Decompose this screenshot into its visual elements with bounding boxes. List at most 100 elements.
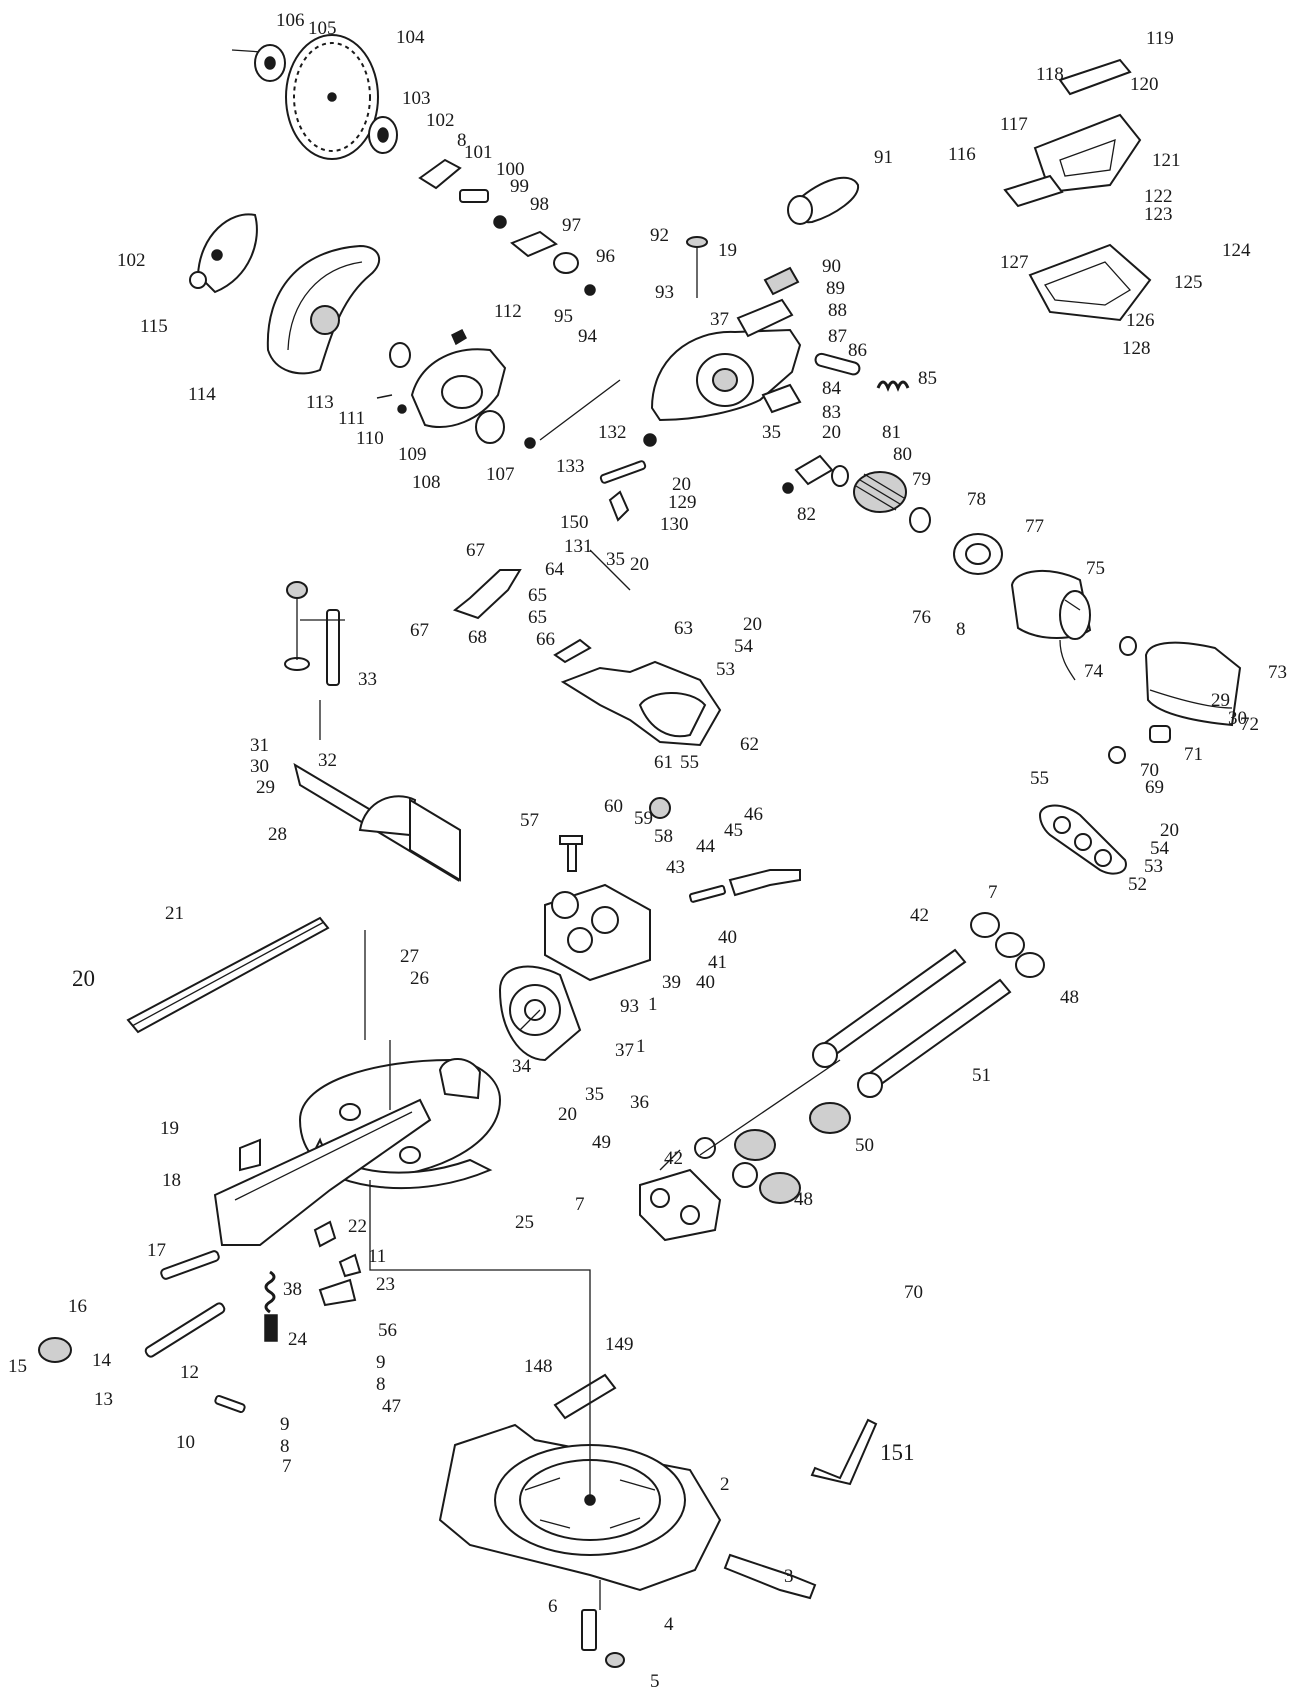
label-124: 124: [1222, 240, 1251, 261]
label-4: 4: [664, 1614, 674, 1635]
part-66-clip: [553, 638, 592, 664]
part-49-plate: [639, 1168, 722, 1242]
label-87: 87: [828, 326, 847, 347]
label-60: 60: [604, 796, 623, 817]
part-33-hold-down-clamp: [284, 581, 345, 686]
label-106: 106: [276, 10, 305, 31]
label-31: 31: [250, 735, 269, 756]
label-54a: 54: [734, 636, 754, 657]
part-5-foot: [605, 1652, 625, 1668]
label-14: 14: [92, 1350, 112, 1371]
label-80: 80: [893, 444, 912, 465]
label-48b: 48: [794, 1189, 813, 1210]
part-149-lever: [553, 1373, 617, 1420]
label-51: 51: [972, 1065, 991, 1086]
part-3-wrench: [723, 1553, 817, 1600]
label-103: 103: [402, 88, 431, 109]
label-67b: 67: [410, 620, 429, 641]
label-7a: 7: [988, 882, 998, 903]
label-84: 84: [822, 378, 842, 399]
part-48-ring-b: [732, 1162, 758, 1188]
label-49: 49: [592, 1132, 611, 1153]
label-100: 100: [496, 159, 525, 180]
part-44-handle: [728, 869, 801, 897]
label-148: 148: [524, 1356, 553, 1377]
label-105: 105: [308, 18, 337, 39]
label-74: 74: [1084, 661, 1104, 682]
part-motor-arm-housing: [650, 298, 802, 422]
label-151: 151: [880, 1440, 915, 1465]
label-8c: 8: [376, 1374, 386, 1395]
part-118-switch-cover: [1058, 58, 1132, 96]
label-127: 127: [1000, 252, 1029, 273]
part-62-pivot-arm: [560, 660, 722, 747]
label-73: 73: [1268, 662, 1287, 683]
part-68-lever: [452, 569, 522, 620]
label-12: 12: [180, 1362, 199, 1383]
label-9b: 9: [280, 1414, 290, 1435]
label-30a: 30: [1228, 708, 1247, 729]
label-40a: 40: [718, 927, 737, 948]
part-84-bracket: [761, 383, 802, 414]
label-150: 150: [560, 512, 589, 533]
label-44: 44: [696, 836, 716, 857]
label-50: 50: [855, 1135, 874, 1156]
label-52: 52: [1128, 874, 1147, 895]
label-3: 3: [784, 1566, 794, 1587]
label-78: 78: [967, 489, 986, 510]
label-99: 99: [510, 176, 529, 197]
part-96-washer: [553, 252, 579, 274]
label-29b: 29: [256, 777, 275, 798]
label-37b: 37: [615, 1040, 634, 1061]
part-23-plate: [318, 1278, 357, 1307]
label-67a: 67: [466, 540, 485, 561]
label-35c: 35: [585, 1084, 604, 1105]
label-91: 91: [874, 147, 893, 168]
part-52-end-plate: [1038, 804, 1127, 875]
label-7c: 7: [282, 1456, 292, 1477]
part-57-bolt: [567, 842, 577, 872]
part-pivot-block: [498, 965, 582, 1062]
label-53a: 53: [716, 659, 735, 680]
label-35b: 35: [606, 549, 625, 570]
label-109: 109: [398, 444, 427, 465]
part-43-bolt: [688, 884, 726, 903]
label-55a: 55: [680, 752, 699, 773]
label-116: 116: [948, 144, 976, 165]
part-51-slide-rails: [812, 948, 1012, 1098]
label-17: 17: [147, 1240, 166, 1261]
label-20a: 20: [822, 422, 841, 443]
label-21: 21: [165, 903, 184, 924]
part-24-bolt: [264, 1314, 278, 1342]
part-78-bearing: [909, 507, 931, 533]
label-92: 92: [650, 225, 669, 246]
label-70a: 70: [1140, 760, 1159, 781]
part-shapes: [38, 34, 1242, 1668]
label-90: 90: [822, 256, 841, 277]
label-119: 119: [1146, 28, 1174, 49]
label-125: 125: [1174, 272, 1203, 293]
label-20g: 20: [558, 1104, 577, 1125]
leader-lines: [319, 379, 1081, 1610]
label-96: 96: [596, 246, 615, 267]
part-48-ring: [1015, 952, 1045, 978]
label-23: 23: [376, 1274, 395, 1295]
label-19b: 19: [160, 1118, 179, 1139]
label-38: 38: [283, 1279, 302, 1300]
label-25: 25: [515, 1212, 534, 1233]
label-65a: 65: [528, 585, 547, 606]
label-122: 122: [1144, 186, 1173, 207]
label-20e: 20: [1160, 820, 1179, 841]
label-149: 149: [605, 1334, 634, 1355]
label-126: 126: [1126, 310, 1155, 331]
label-47: 47: [382, 1396, 401, 1417]
label-77: 77: [1025, 516, 1044, 537]
label-111: 111: [338, 408, 365, 429]
label-48a: 48: [1060, 987, 1079, 1008]
label-118: 118: [1036, 64, 1064, 85]
label-18: 18: [162, 1170, 181, 1191]
label-41: 41: [708, 952, 727, 973]
part-39-rail-holder: [544, 883, 651, 982]
label-53b: 53: [1144, 856, 1163, 877]
label-117: 117: [1000, 114, 1028, 135]
